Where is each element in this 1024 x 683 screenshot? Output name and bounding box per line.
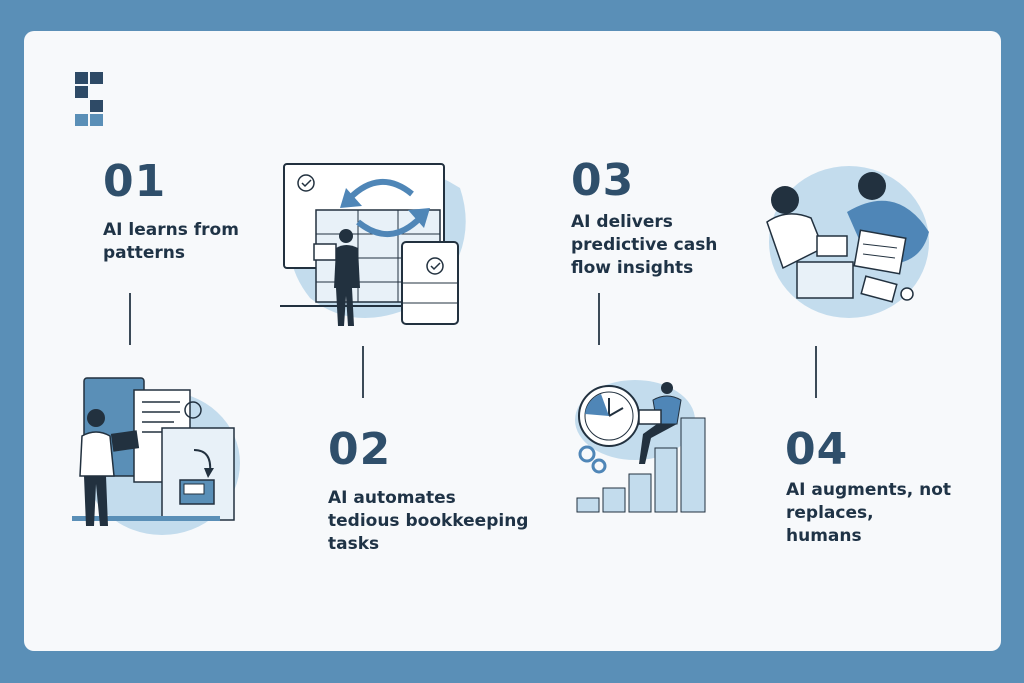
step-2-connector xyxy=(362,346,364,398)
step-1-line-2: patterns xyxy=(103,243,186,263)
step-4-line-2: replaces, xyxy=(786,503,874,523)
document-laptop-illustration-icon xyxy=(72,377,240,535)
step-4-connector xyxy=(815,346,817,398)
step-3-connector xyxy=(598,293,600,345)
step-3-line-1: AI delivers xyxy=(571,212,673,232)
step-4-line-3: humans xyxy=(786,526,862,546)
brand-logo-icon xyxy=(75,72,105,126)
step-1-connector xyxy=(129,293,131,345)
step-4-line-1: AI augments, not xyxy=(786,480,952,500)
step-2-line-3: tasks xyxy=(328,534,380,554)
step-2-line-1: AI automates xyxy=(328,488,456,508)
step-2-text: AI automates tedious bookkeeping tasks xyxy=(328,487,528,556)
step-3-text: AI delivers predictive cash flow insight… xyxy=(571,211,717,280)
clock-growth-illustration-icon xyxy=(575,380,706,513)
sync-dashboard-illustration-icon xyxy=(280,163,466,326)
step-1-number: 01 xyxy=(103,156,167,207)
step-1-line-1: AI learns from xyxy=(103,220,239,240)
step-2-number: 02 xyxy=(328,424,392,475)
step-3-line-3: flow insights xyxy=(571,258,694,278)
step-1-text: AI learns from patterns xyxy=(103,219,239,265)
step-2-line-2: tedious bookkeeping xyxy=(328,511,529,531)
team-meeting-illustration-icon xyxy=(766,166,929,318)
step-4-number: 04 xyxy=(785,424,849,475)
infographic-card xyxy=(24,31,1001,651)
step-3-line-2: predictive cash xyxy=(571,235,718,255)
step-4-text: AI augments, not replaces, humans xyxy=(786,479,951,548)
step-3-number: 03 xyxy=(571,155,635,206)
